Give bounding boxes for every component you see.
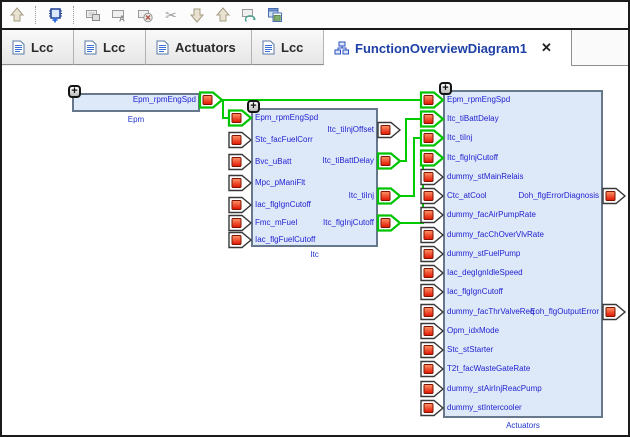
input-port-label: Iac_flgIgnCutoff	[447, 287, 503, 296]
diagram-icon	[334, 41, 349, 55]
close-icon[interactable]: ✕	[540, 40, 552, 55]
document-icon	[84, 40, 97, 54]
tab-label: FunctionOverviewDiagram1	[355, 40, 527, 56]
input-port-label: Bvc_uBatt	[255, 157, 292, 166]
navigate-up-icon	[6, 4, 28, 26]
output-port-label: Itc_tiBattDelay	[322, 156, 374, 165]
svg-text:A: A	[119, 15, 125, 24]
input-port-label: Itc_flgInjCutoff	[447, 153, 498, 162]
input-port-label: Opm_idxMode	[447, 326, 500, 335]
input-port-label: dummy_stMainRelais	[447, 172, 524, 181]
input-port-label: dummy_stIntercooler	[447, 403, 522, 412]
input-port-label: Iac_degIgnIdleSpeed	[447, 268, 523, 277]
input-port-label: Stc_stStarter	[447, 345, 494, 354]
update-block-icon	[238, 4, 260, 26]
tab-lcc-1[interactable]: Lcc	[2, 30, 74, 65]
tab-label: Lcc	[31, 39, 54, 55]
input-port-label: dummy_facAirPumpRate	[447, 210, 536, 219]
toolbar-separator	[73, 6, 75, 24]
input-port-label: Ctc_atCool	[447, 191, 487, 200]
input-port-label: T2t_facWasteGateRate	[447, 364, 531, 373]
input-port-label: Itc_tiBattDelay	[447, 114, 499, 123]
output-port-label: Itc_tiInjOffset	[327, 125, 374, 134]
input-port-label: dummy_stFuelPump	[447, 249, 521, 258]
tab-label: Lcc	[103, 39, 126, 55]
output-port-label: Doh_flgErrorDiagnosis	[518, 191, 599, 200]
input-port-label: dummy_stAirInjReacPump	[447, 384, 542, 393]
input-port-label: Epm_rpmEngSpd	[255, 113, 319, 122]
tab-bar-filler	[572, 30, 628, 66]
cut-icon: ✂	[165, 6, 177, 23]
block-caption: Actuators	[506, 421, 540, 430]
tab-label: Actuators	[175, 39, 236, 55]
toolbar: A ✂	[2, 2, 628, 30]
tab-lcc-3[interactable]: Lcc	[252, 30, 324, 65]
input-port-label: Itc_tiInj	[447, 133, 473, 142]
input-port-label: dummy_facChOverVlvRate	[447, 230, 544, 239]
output-port-label: Epm_rpmEngSpd	[132, 95, 196, 104]
rename-block-icon: A	[108, 4, 130, 26]
input-port-label: Iac_flgFuelCutoff	[255, 235, 316, 244]
input-port-label: Mpc_pManiFlt	[255, 178, 306, 187]
expand-button[interactable]: +	[68, 85, 81, 98]
toolbar-separator	[35, 6, 37, 24]
tab-bar: Lcc Lcc Actuators Lcc FunctionOverviewDi…	[2, 30, 628, 66]
move-down-icon	[186, 4, 208, 26]
expand-button[interactable]: +	[439, 82, 452, 95]
tab-lcc-2[interactable]: Lcc	[74, 30, 146, 65]
input-port-label: dummy_facThrValveReq	[447, 307, 535, 316]
move-up-icon	[212, 4, 234, 26]
document-icon	[12, 40, 25, 54]
insert-component-icon[interactable]	[44, 4, 66, 26]
paste-block-icon	[82, 4, 104, 26]
output-port-label: Itc_tiInj	[348, 191, 374, 200]
tab-label: Lcc	[281, 39, 304, 55]
input-port-label: Epm_rpmEngSpd	[447, 95, 511, 104]
input-port-label: Iac_flgIgnCutoff	[255, 200, 311, 209]
document-icon	[156, 40, 169, 54]
expand-button[interactable]: +	[247, 100, 260, 113]
block-caption: Epm	[127, 115, 145, 124]
delete-block-icon	[134, 4, 156, 26]
tab-actuators[interactable]: Actuators	[146, 30, 252, 65]
input-port-label: Fmc_mFuel	[255, 218, 298, 227]
document-icon	[262, 40, 275, 54]
input-port-label: Stc_facFuelCorr	[255, 135, 313, 144]
block-caption: Itc	[310, 250, 319, 259]
show-views-icon[interactable]	[264, 4, 286, 26]
tab-function-overview-diagram[interactable]: FunctionOverviewDiagram1 ✕	[324, 30, 572, 66]
output-port-label: Itc_flgInjCutoff	[323, 218, 374, 227]
output-port-label: Eoh_flgOutputError	[530, 307, 599, 316]
